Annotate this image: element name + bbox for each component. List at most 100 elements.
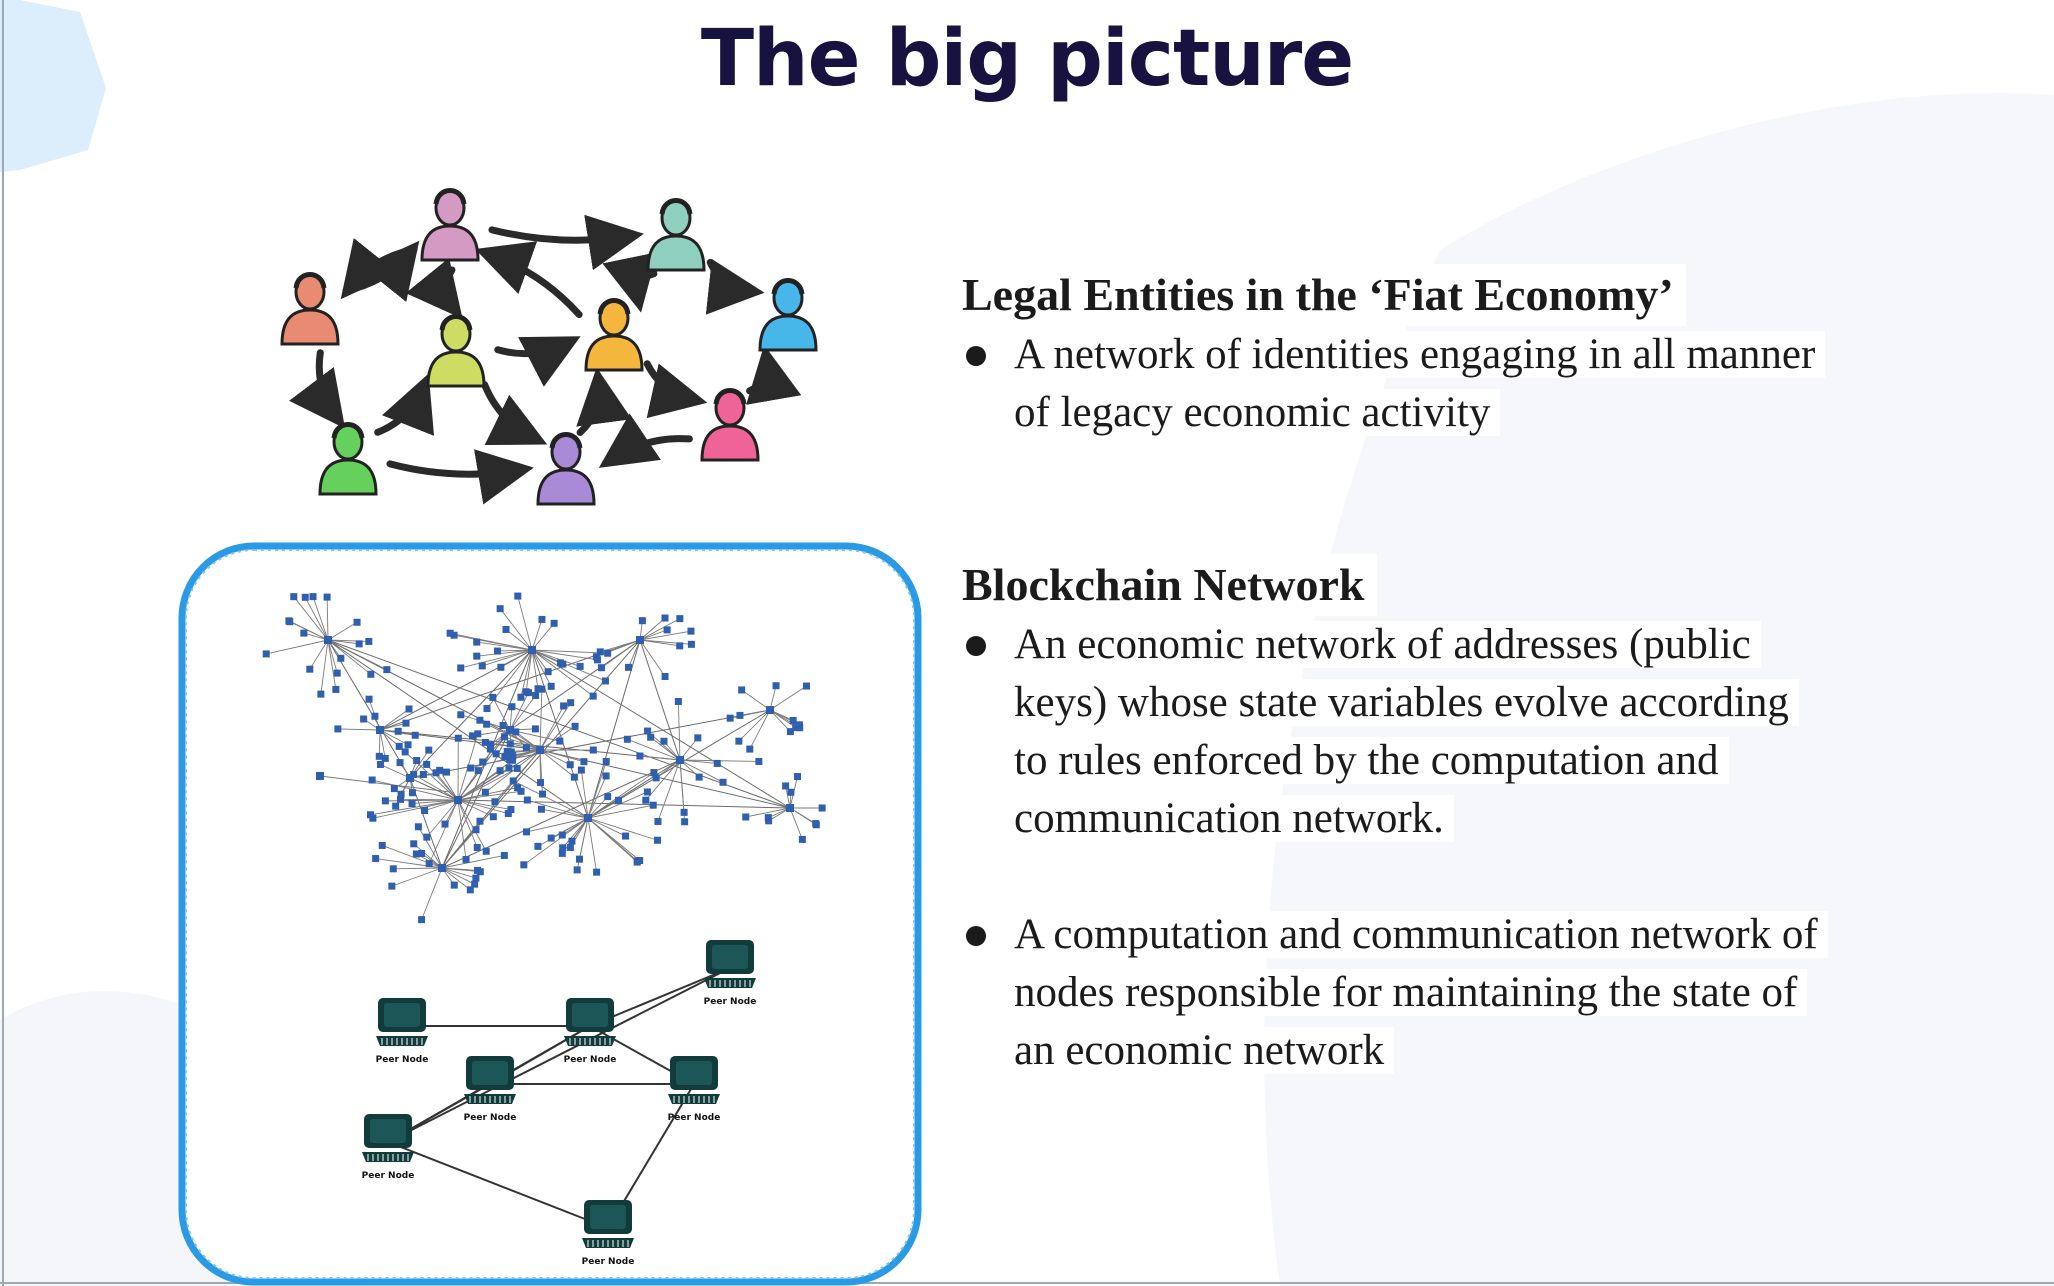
address-link	[494, 749, 541, 803]
address-link	[327, 639, 337, 690]
address-node-icon	[597, 664, 605, 672]
address-node-icon	[674, 697, 682, 705]
address-node-icon	[332, 685, 340, 693]
address-node-icon	[425, 746, 433, 754]
person-link-arrow	[374, 373, 435, 436]
person-icon	[420, 188, 480, 262]
address-node-icon	[466, 886, 474, 894]
address-link	[320, 639, 329, 695]
address-node-icon	[442, 768, 450, 776]
address-node-icon	[661, 614, 669, 622]
address-node-icon	[414, 823, 422, 831]
address-node-icon	[803, 682, 811, 690]
address-node-icon	[396, 759, 404, 767]
address-node-icon	[559, 844, 567, 852]
address-node-icon	[454, 796, 462, 804]
address-node-icon	[622, 832, 630, 840]
computer-icon: Peer Node	[704, 940, 757, 1007]
address-link	[587, 817, 658, 841]
address-node-icon	[499, 722, 507, 730]
address-node-icon	[676, 756, 684, 764]
address-link	[741, 689, 771, 711]
address-node-icon	[789, 716, 797, 724]
address-node-icon	[687, 640, 695, 648]
address-link	[679, 759, 685, 813]
address-link	[476, 649, 533, 657]
address-node-icon	[644, 727, 652, 735]
address-node-icon	[650, 769, 658, 777]
address-node-icon	[371, 712, 379, 720]
address-node-icon	[573, 866, 581, 874]
address-node-icon	[580, 758, 588, 766]
address-link	[639, 618, 681, 641]
address-link	[450, 632, 533, 651]
address-node-icon	[520, 861, 528, 869]
address-node-icon	[584, 814, 592, 822]
address-link	[457, 799, 478, 848]
address-node-icon	[786, 728, 794, 736]
address-link	[531, 649, 539, 689]
address-link	[327, 639, 388, 671]
person-link-arrow	[386, 449, 534, 505]
address-link	[303, 632, 329, 641]
address-link	[428, 799, 459, 864]
address-node-icon	[736, 711, 744, 719]
address-node-icon	[486, 745, 494, 753]
address-link	[525, 649, 533, 692]
address-node-icon	[505, 764, 513, 772]
address-link	[457, 768, 518, 801]
address-node-icon	[614, 796, 622, 804]
address-node-icon	[787, 788, 795, 796]
address-node-icon	[469, 732, 477, 740]
address-link	[531, 623, 555, 651]
address-node-icon	[642, 796, 650, 804]
address-node-icon	[323, 593, 331, 601]
address-node-icon	[636, 752, 644, 760]
address-node-icon	[476, 716, 484, 724]
address-node-icon	[766, 706, 774, 714]
address-link	[531, 649, 598, 661]
address-node-icon	[589, 692, 597, 700]
address-link	[457, 790, 522, 801]
person-icon	[646, 198, 706, 272]
address-node-icon	[654, 836, 662, 844]
address-node-icon	[473, 652, 481, 660]
peer-node-label: Peer Node	[704, 997, 757, 1007]
address-node-icon	[534, 685, 542, 693]
address-node-icon	[474, 767, 482, 775]
address-node-icon	[676, 642, 684, 650]
address-node-icon	[566, 843, 574, 851]
address-link	[587, 791, 648, 819]
address-graph	[262, 592, 826, 924]
address-link	[441, 867, 475, 885]
address-link	[379, 649, 533, 731]
address-link	[457, 770, 479, 801]
address-node-icon	[432, 769, 440, 777]
address-link	[512, 749, 541, 757]
address-node-icon	[507, 806, 515, 814]
address-link	[327, 621, 358, 641]
address-link	[539, 749, 543, 795]
address-node-icon	[654, 817, 662, 825]
address-node-icon	[537, 805, 545, 813]
address-link	[457, 799, 467, 860]
address-node-icon	[410, 840, 418, 848]
address-link	[379, 729, 386, 759]
section-blockchain-network: Blockchain Network An economic network o…	[962, 554, 1922, 1080]
address-link	[587, 817, 598, 873]
address-node-icon	[528, 646, 536, 654]
bullet-line: to rules enforced by the computation and	[1014, 737, 1729, 784]
address-link	[391, 867, 443, 887]
address-link	[492, 697, 511, 731]
address-link	[531, 649, 608, 654]
address-node-icon	[474, 866, 482, 874]
address-node-icon	[392, 802, 400, 810]
address-link	[639, 617, 666, 641]
address-node-icon	[418, 849, 426, 857]
address-node-icon	[472, 826, 480, 834]
address-node-icon	[425, 860, 433, 868]
address-link	[531, 619, 543, 651]
address-link	[677, 701, 681, 761]
